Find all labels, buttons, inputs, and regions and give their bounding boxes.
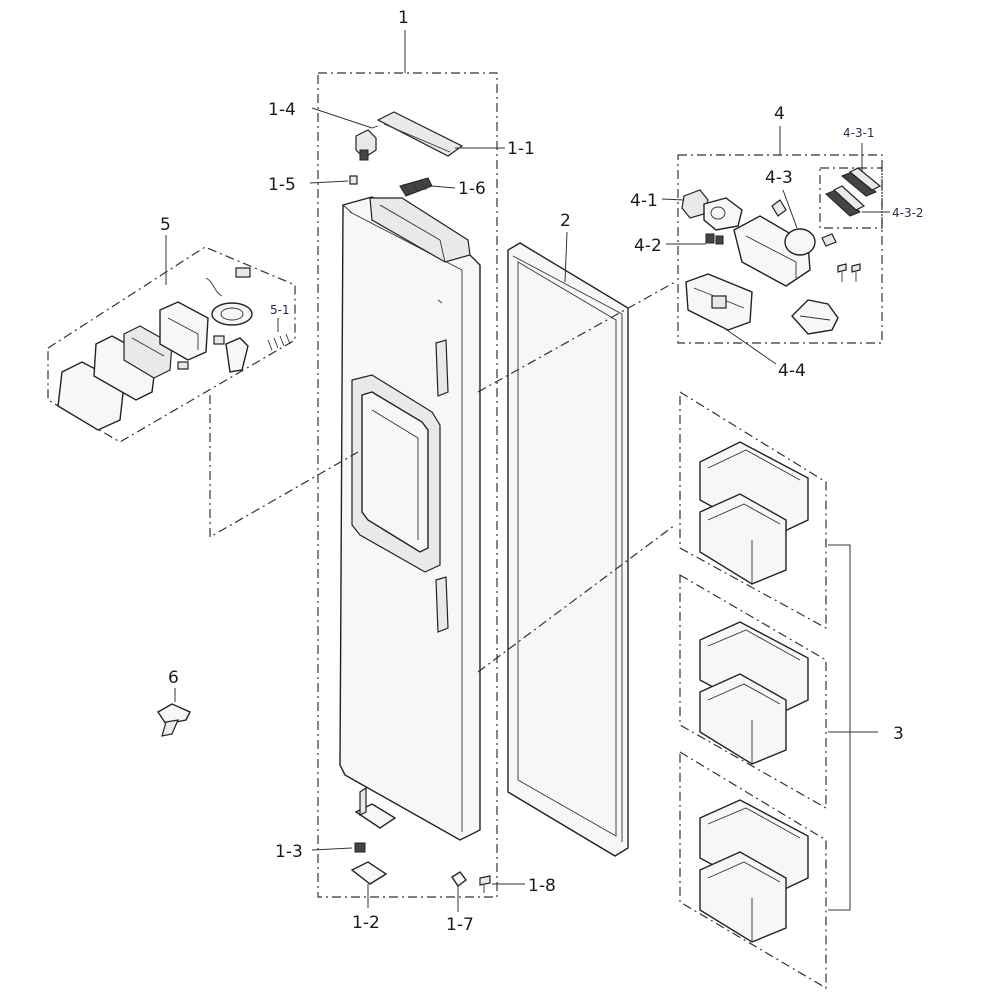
door-panel xyxy=(339,196,481,841)
part-bottom-hinge-bracket xyxy=(354,786,397,829)
label-1-4: 1-4 xyxy=(268,100,296,120)
label-4-3-2: 4-3-2 xyxy=(892,206,924,220)
label-1: 1 xyxy=(398,8,409,28)
bin-set-2 xyxy=(679,573,827,810)
label-6: 6 xyxy=(168,668,179,688)
label-5: 5 xyxy=(160,215,171,235)
part-4-4-housing xyxy=(685,273,777,365)
door-gasket-part-2 xyxy=(507,231,629,857)
part-4-3-2-heater xyxy=(825,185,890,217)
part-1-8-screw xyxy=(479,875,525,893)
label-1-6: 1-6 xyxy=(458,179,486,199)
label-4-3-1: 4-3-1 xyxy=(843,126,875,140)
connection-lines xyxy=(209,281,676,673)
label-5-1: 5-1 xyxy=(270,303,290,317)
ice-maker-group-4 xyxy=(661,126,890,365)
label-1-8: 1-8 xyxy=(528,876,556,896)
label-4-1: 4-1 xyxy=(630,191,658,211)
door-assembly-group xyxy=(309,30,525,912)
part-5-1-screws xyxy=(267,318,291,351)
part-1-1-top-cap xyxy=(376,111,505,157)
bin-set-3 xyxy=(679,750,827,990)
callout-labels: 1 1-1 1-4 1-5 1-6 1-3 1-2 1-7 1-8 2 3 4 … xyxy=(160,8,924,935)
part-6-fastener xyxy=(157,688,191,737)
label-2: 2 xyxy=(560,211,571,231)
part-1-3-pin xyxy=(311,842,366,853)
part-4-3-1-heater xyxy=(841,143,882,197)
label-4-2: 4-2 xyxy=(634,236,662,256)
label-1-1: 1-1 xyxy=(507,139,535,159)
label-1-3: 1-3 xyxy=(275,842,303,862)
label-3: 3 xyxy=(893,724,904,744)
part-4-3-cover xyxy=(782,189,816,256)
label-1-5: 1-5 xyxy=(268,175,296,195)
dispenser-control-group-5 xyxy=(47,235,296,443)
label-4-3: 4-3 xyxy=(765,168,793,188)
part-1-2-cap xyxy=(350,861,388,908)
label-4-4: 4-4 xyxy=(778,361,806,381)
part-4-1-motor xyxy=(661,189,709,219)
label-1-2: 1-2 xyxy=(352,913,380,933)
part-1-6-spring xyxy=(399,177,456,197)
bin-set-1 xyxy=(679,390,827,630)
part-1-4-hinge xyxy=(311,107,379,161)
label-1-7: 1-7 xyxy=(446,915,474,935)
part-4-2-bracket xyxy=(666,233,724,245)
label-4: 4 xyxy=(774,104,785,124)
part-1-7-cap xyxy=(451,871,467,912)
door-bins-group-3 xyxy=(679,390,878,990)
part-1-5-screw xyxy=(309,175,358,185)
